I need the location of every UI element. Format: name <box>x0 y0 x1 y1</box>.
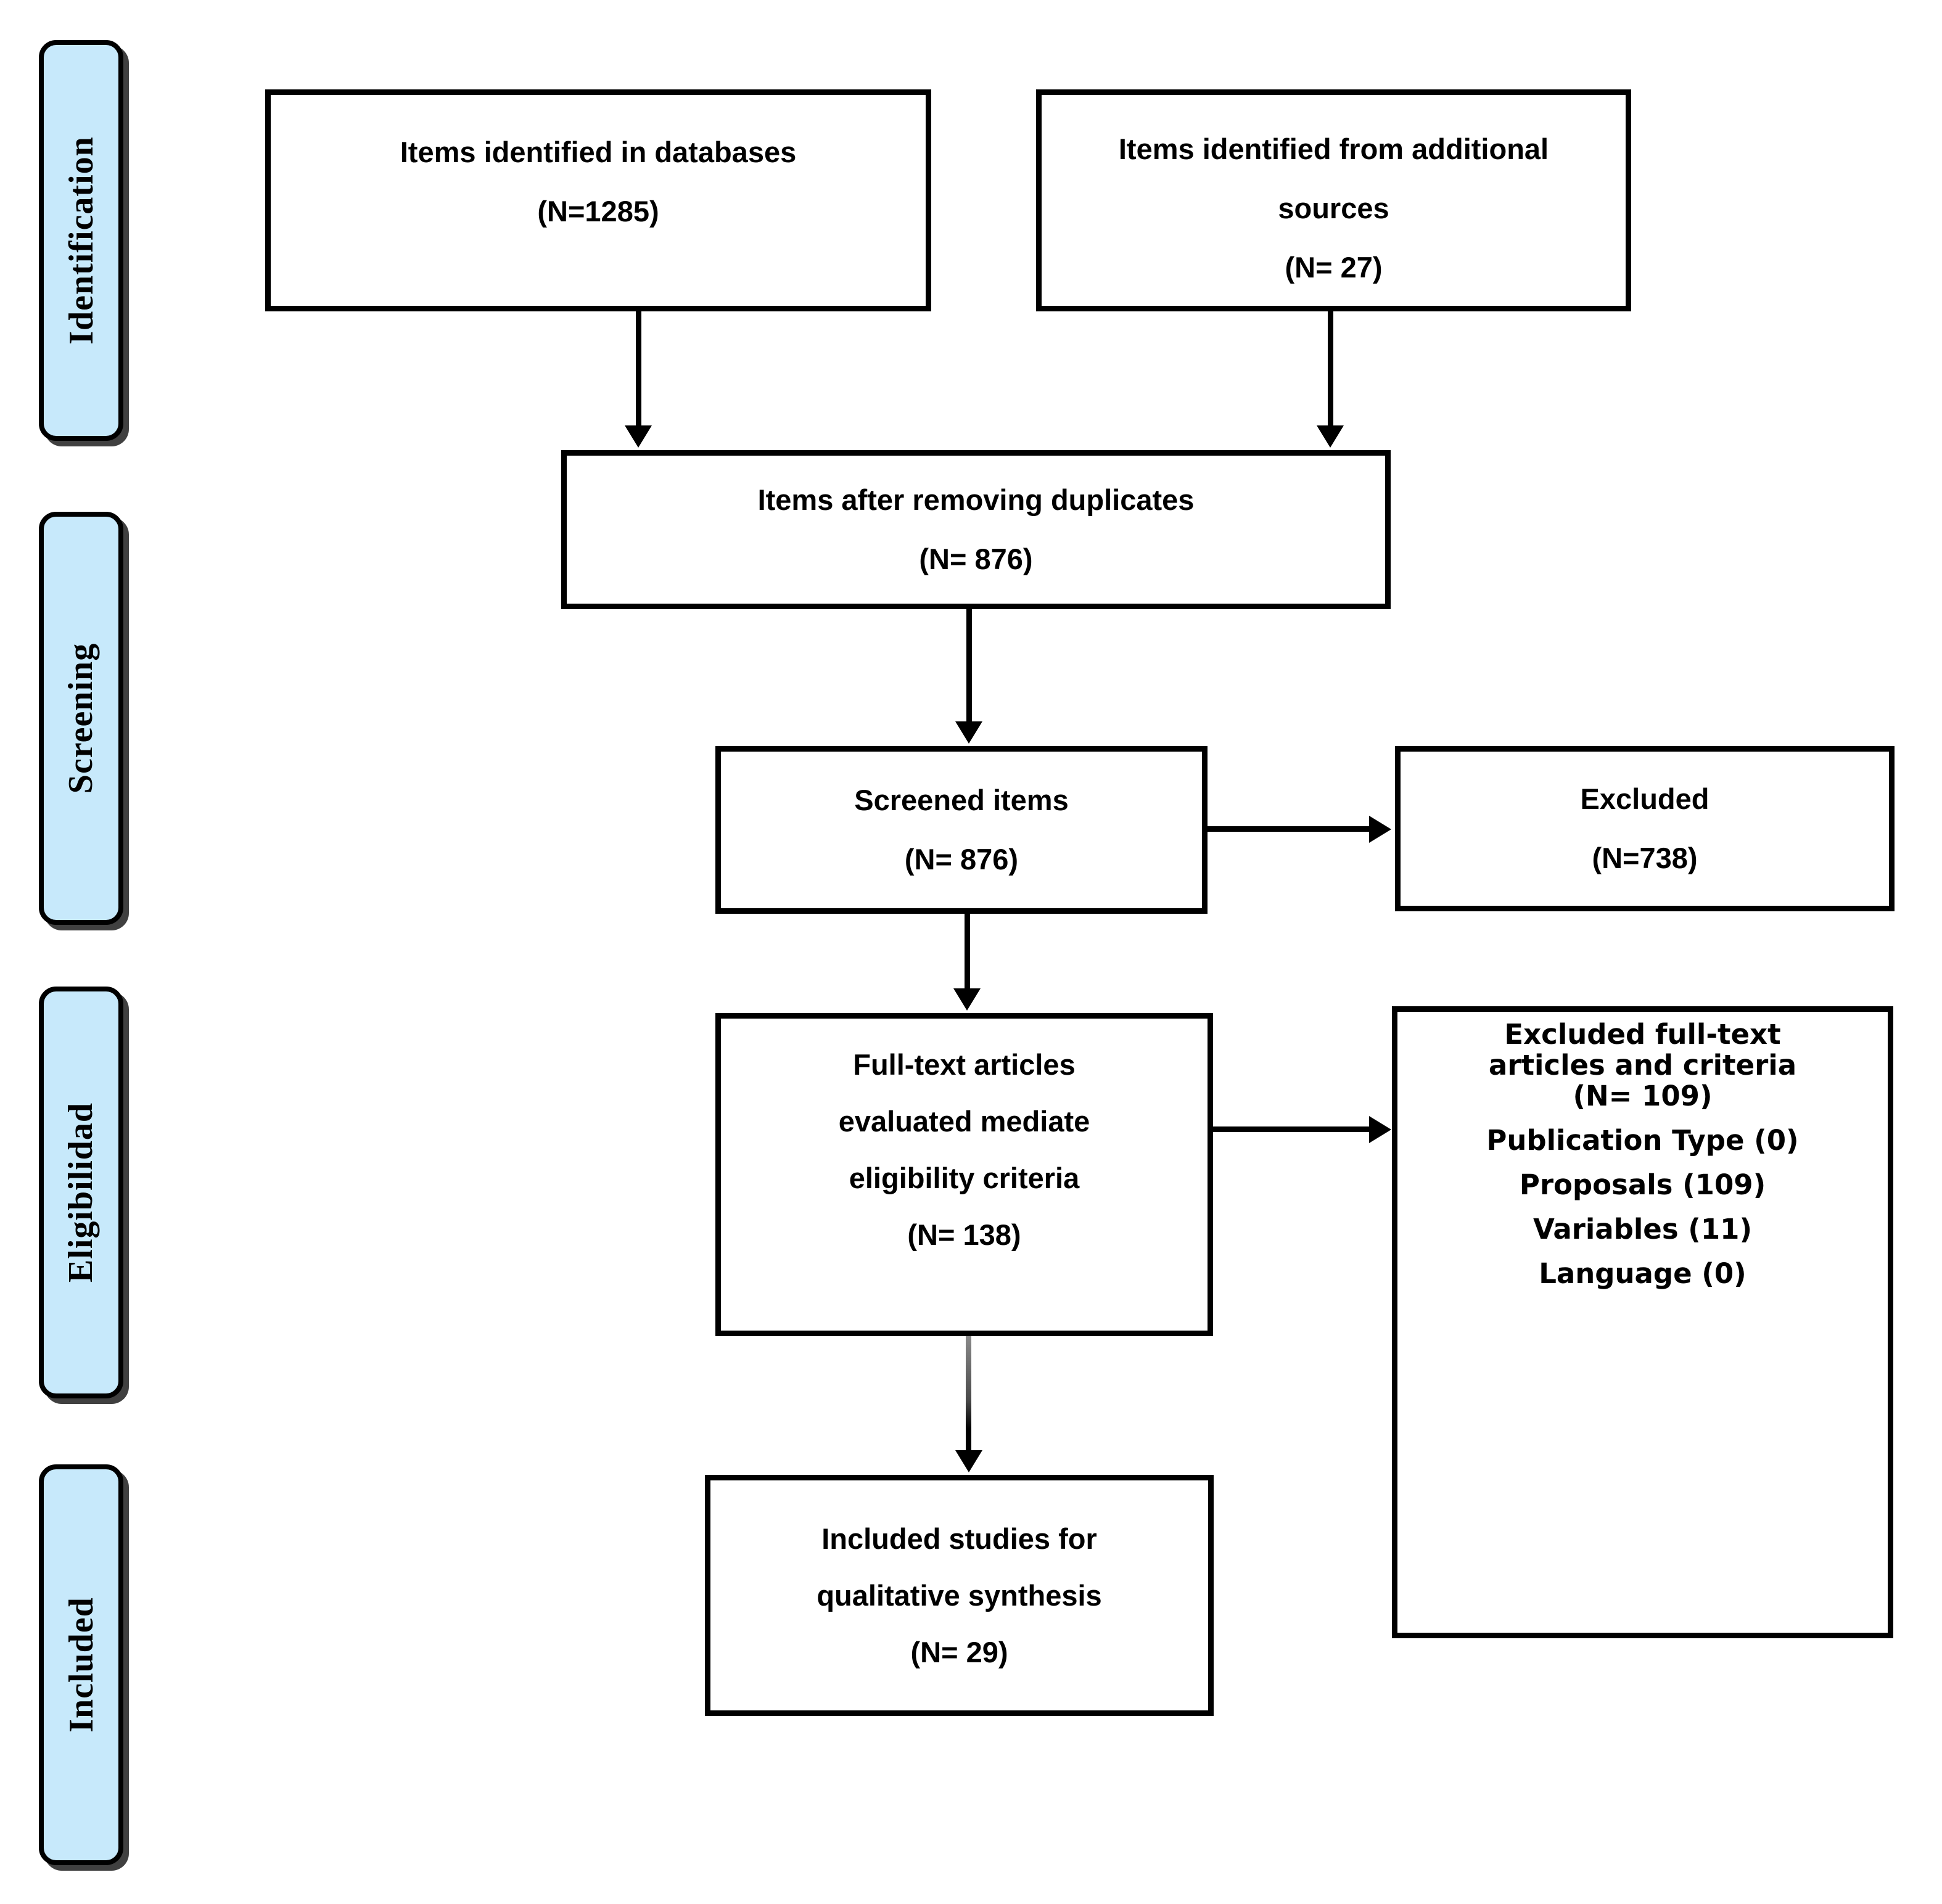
box-items-after-duplicates: Items after removing duplicates (N= 876) <box>561 450 1391 609</box>
box-text-line: sources <box>1278 191 1389 224</box>
box-included-studies: Included studies for qualitative synthes… <box>705 1475 1214 1716</box>
box-count: (N=738) <box>1592 842 1698 874</box>
arrow-duplicates-to-screened <box>955 609 982 744</box>
box-excluded-fulltext: Excluded full-text articles and criteria… <box>1392 1006 1893 1638</box>
box-count: (N=1285) <box>537 195 659 228</box>
box-text-line: Items after removing duplicates <box>757 483 1195 516</box>
arrow-fulltext-to-included <box>955 1336 982 1472</box>
box-text-line: articles and criteria <box>1488 1049 1797 1081</box>
stage-eligibility-label: Eligibilidad <box>62 1102 101 1283</box>
stage-included: Included <box>39 1464 123 1865</box>
box-text-line: Items identified in databases <box>400 136 797 168</box>
box-count: (N= 876) <box>919 543 1033 575</box>
box-text-line: evaluated mediate <box>838 1105 1090 1138</box>
box-count: (N= 29) <box>910 1635 1008 1668</box>
box-text-line: eligibility criteria <box>849 1162 1080 1194</box>
box-text-line: Excluded full-text <box>1504 1018 1781 1051</box>
box-text-line: Items identified from additional <box>1118 132 1549 165</box>
box-count: (N= 109) <box>1573 1080 1713 1112</box>
box-text-line: Included studies for <box>821 1522 1097 1555</box>
box-text-line: Excluded <box>1580 782 1710 815</box>
arrow-databases-to-duplicates <box>625 311 652 448</box>
arrow-additional-to-duplicates <box>1317 311 1344 448</box>
exclusion-criterion: Publication Type (0) <box>1486 1124 1799 1157</box>
box-screened-items: Screened items (N= 876) <box>715 746 1208 914</box>
exclusion-criterion: Variables (11) <box>1533 1213 1753 1245</box>
box-count: (N= 876) <box>904 843 1019 876</box>
stage-identification: Identification <box>39 40 123 441</box>
arrow-fulltext-to-excluded-fulltext <box>1212 1116 1391 1143</box>
box-excluded: Excluded (N=738) <box>1395 746 1895 911</box>
box-text-line: Screened items <box>854 784 1069 816</box>
box-items-identified-additional: Items identified from additional sources… <box>1036 89 1631 311</box>
stage-screening-label: Screening <box>62 642 101 794</box>
box-text-line: Full-text articles <box>853 1048 1076 1081</box>
stage-included-label: Included <box>62 1597 101 1733</box>
arrow-screened-to-excluded <box>1208 816 1391 843</box>
box-count: (N= 27) <box>1285 250 1383 284</box>
arrow-screened-to-fulltext <box>953 914 981 1011</box>
exclusion-criterion: Language (0) <box>1539 1257 1747 1290</box>
stage-eligibility: Eligibilidad <box>39 987 123 1398</box>
box-count: (N= 138) <box>907 1218 1021 1251</box>
stage-identification-label: Identification <box>62 136 101 345</box>
box-items-identified-databases: Items identified in databases (N=1285) <box>265 89 931 311</box>
box-text-line: qualitative synthesis <box>817 1578 1102 1612</box>
stage-screening: Screening <box>39 512 123 925</box>
box-fulltext-evaluated: Full-text articles evaluated mediate eli… <box>715 1013 1213 1336</box>
exclusion-criterion: Proposals (109) <box>1519 1168 1766 1201</box>
